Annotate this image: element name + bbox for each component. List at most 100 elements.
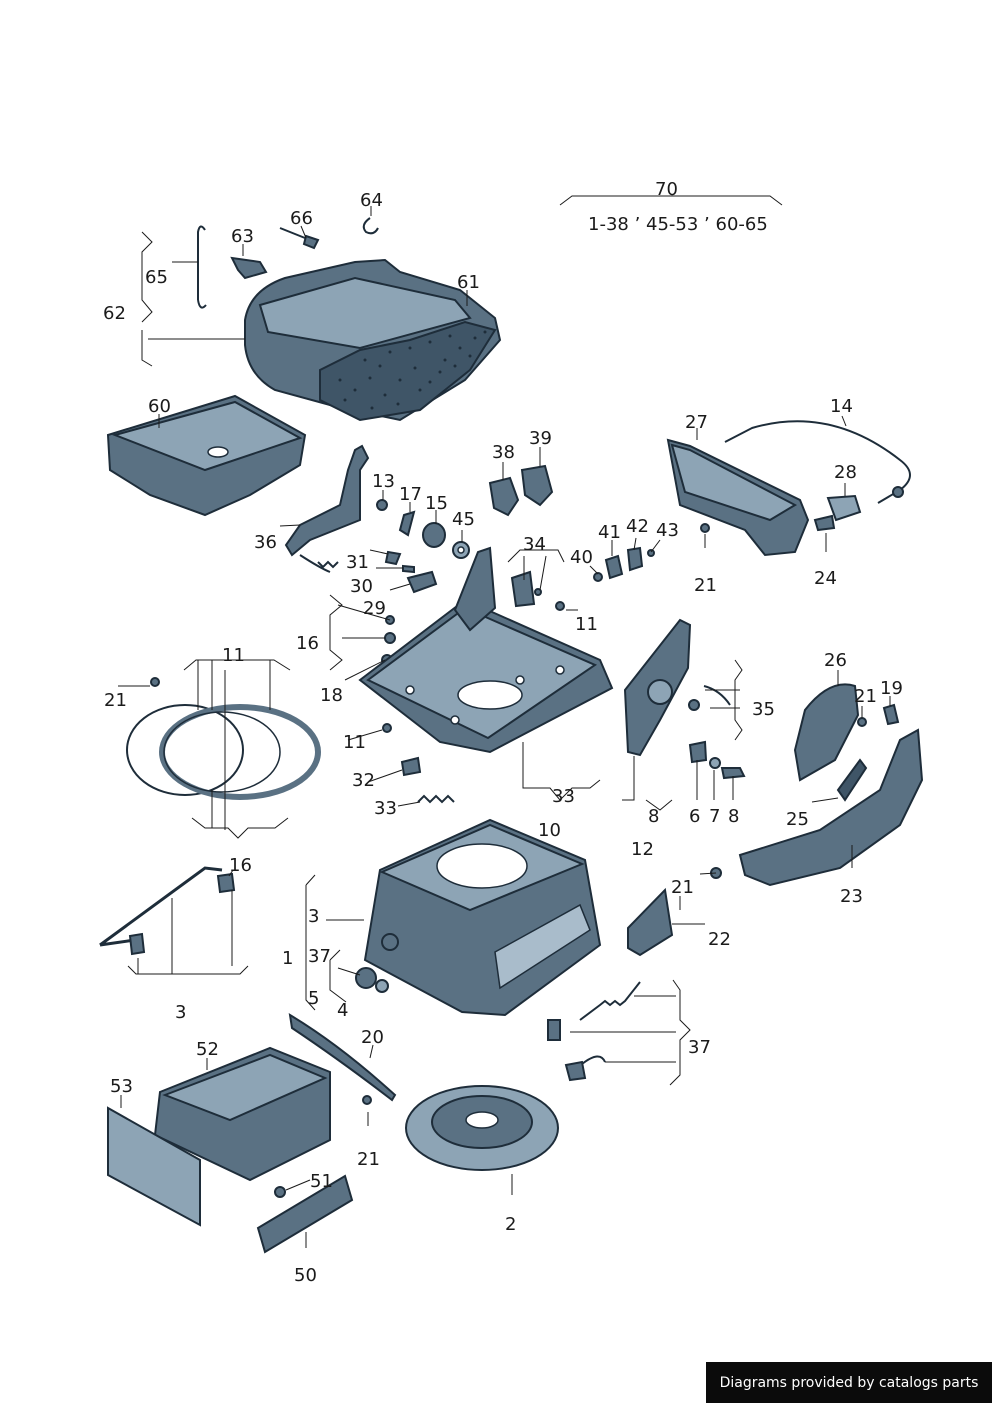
nut-34 <box>534 588 542 596</box>
callout-29: 29 <box>363 598 386 619</box>
spring-clip-17 <box>398 510 416 537</box>
callout-20: 20 <box>361 1027 384 1048</box>
callout-66: 66 <box>290 208 313 229</box>
screw-11-lower <box>382 723 392 733</box>
callout-21-b: 21 <box>854 686 877 707</box>
turntable-hole <box>465 1111 499 1129</box>
lever-bracket <box>284 444 370 573</box>
tension-spring-33 <box>417 794 455 804</box>
seat-frame <box>358 546 614 754</box>
clip-25 <box>836 758 868 802</box>
callout-35: 35 <box>752 699 775 720</box>
spring-37-a <box>579 981 641 1021</box>
callout-31: 31 <box>346 552 369 573</box>
callout-16-a: 16 <box>296 633 319 654</box>
seat-hook-wire <box>197 225 207 309</box>
callout-45: 45 <box>452 509 475 530</box>
handle-28 <box>826 494 862 522</box>
callout-10: 10 <box>538 820 561 841</box>
callout-16-b: 16 <box>229 855 252 876</box>
callout-25: 25 <box>786 809 809 830</box>
cap-30 <box>406 570 438 594</box>
washer-7 <box>709 757 721 769</box>
clip-42 <box>626 546 644 572</box>
callout-6: 6 <box>689 806 700 827</box>
clip-31 <box>384 550 402 566</box>
callout-27: 27 <box>685 412 708 433</box>
callout-11-a: 11 <box>575 614 598 635</box>
retaining-ring <box>362 217 379 235</box>
roller-4 <box>355 967 377 989</box>
callout-26: 26 <box>824 650 847 671</box>
seat-pan <box>106 394 307 517</box>
cushion-foam-texture <box>338 330 487 410</box>
callout-43: 43 <box>656 520 679 541</box>
support-rod <box>99 866 223 947</box>
storage-drawer <box>153 1046 331 1182</box>
rail-50 <box>256 1174 354 1254</box>
callout-2: 2 <box>505 1214 516 1235</box>
callout-5: 5 <box>308 988 319 1009</box>
callout-15: 15 <box>425 493 448 514</box>
clip-38 <box>488 476 520 517</box>
callout-19: 19 <box>880 678 903 699</box>
clip-6 <box>688 740 708 764</box>
callout-12: 12 <box>631 839 654 860</box>
cover-22 <box>627 887 674 957</box>
side-trim-panel <box>738 728 924 887</box>
screw-21-right <box>700 523 710 533</box>
callout-1: 1 <box>282 948 293 969</box>
knob-15 <box>422 522 446 548</box>
callout-7: 7 <box>709 806 720 827</box>
push-clip <box>230 256 268 280</box>
callout-36: 36 <box>254 532 277 553</box>
screw-21-left <box>150 677 160 687</box>
group-bracket-70: 70 1-38 ’ 45-53 ’ 60-65 <box>559 179 783 235</box>
screw-21-trim <box>857 717 867 727</box>
callout-39: 39 <box>529 428 552 449</box>
seat-base <box>363 818 602 1017</box>
nut-16 <box>384 632 396 644</box>
callout-33-a: 33 <box>552 786 575 807</box>
screw-31 <box>402 564 415 574</box>
base-center-hole <box>436 843 528 889</box>
washer-45-hole <box>457 546 465 554</box>
seat-cushion <box>244 258 502 422</box>
group-range-label: 1-38 ’ 45-53 ’ 60-65 <box>588 214 768 235</box>
callout-70: 70 <box>655 179 678 200</box>
frame-center-hole <box>457 680 523 710</box>
callout-21-e: 21 <box>357 1149 380 1170</box>
seat-pan-hole <box>207 446 229 458</box>
spring-37-c-wire <box>581 1055 606 1065</box>
callout-41: 41 <box>598 522 621 543</box>
callout-18: 18 <box>320 685 343 706</box>
rivet-head <box>302 234 320 250</box>
callout-40: 40 <box>570 547 593 568</box>
callout-24: 24 <box>814 568 837 589</box>
guide-rings <box>126 704 321 800</box>
bolt-8 <box>720 767 746 780</box>
callout-8-a: 8 <box>648 806 659 827</box>
screw-21-drawer <box>362 1095 372 1105</box>
callout-33-b: 33 <box>374 798 397 819</box>
callout-50: 50 <box>294 1265 317 1286</box>
leader-lines <box>118 206 891 1248</box>
callout-61: 61 <box>457 272 480 293</box>
screw-11 <box>555 601 565 611</box>
bracket-34 <box>510 570 536 608</box>
callout-3-a: 3 <box>175 1002 186 1023</box>
catalog-credit-badge: Diagrams provided by catalogs parts <box>706 1362 992 1403</box>
clip-24 <box>813 514 836 532</box>
cable-end <box>892 486 904 498</box>
callout-22: 22 <box>708 929 731 950</box>
cap-32 <box>400 756 422 777</box>
side-cover <box>666 438 810 557</box>
callout-14: 14 <box>830 396 853 417</box>
screw-43 <box>647 549 655 557</box>
callout-23: 23 <box>840 886 863 907</box>
callout-37-b: 37 <box>688 1037 711 1058</box>
clip-rod-end <box>128 932 146 956</box>
turntable-plate <box>405 1085 559 1171</box>
clip-19 <box>882 703 900 726</box>
